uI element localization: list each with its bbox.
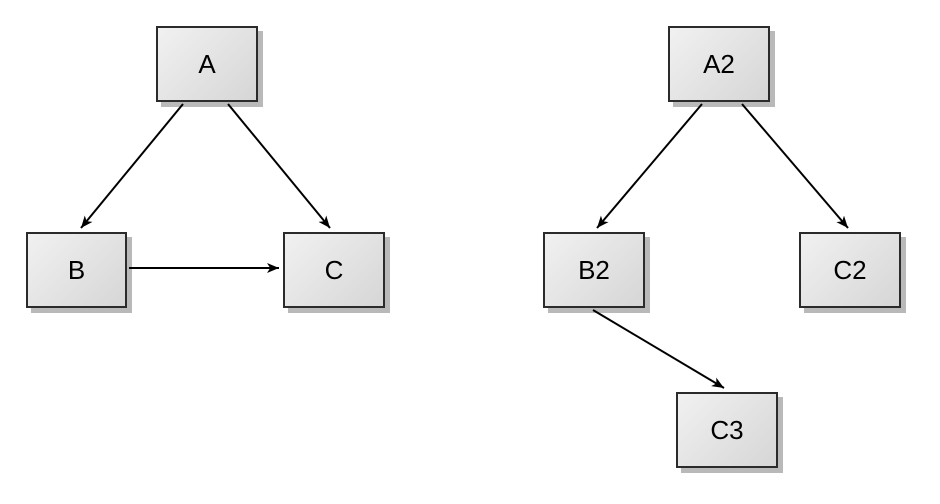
node-B: B bbox=[26, 232, 127, 308]
node-C3: C3 bbox=[676, 392, 778, 468]
node-label-C: C bbox=[324, 255, 344, 285]
node-C: C bbox=[283, 232, 385, 308]
node-C2: C2 bbox=[799, 232, 901, 308]
node-label-C2: C2 bbox=[833, 255, 867, 285]
node-label-A2: A2 bbox=[703, 49, 735, 79]
node-A2: A2 bbox=[668, 26, 770, 102]
node-B2: B2 bbox=[543, 232, 645, 308]
node-label-A: A bbox=[198, 49, 216, 79]
node-A: A bbox=[156, 26, 258, 102]
node-label-B: B bbox=[67, 255, 86, 285]
node-label-C3: C3 bbox=[710, 415, 744, 445]
node-label-B2: B2 bbox=[578, 255, 610, 285]
